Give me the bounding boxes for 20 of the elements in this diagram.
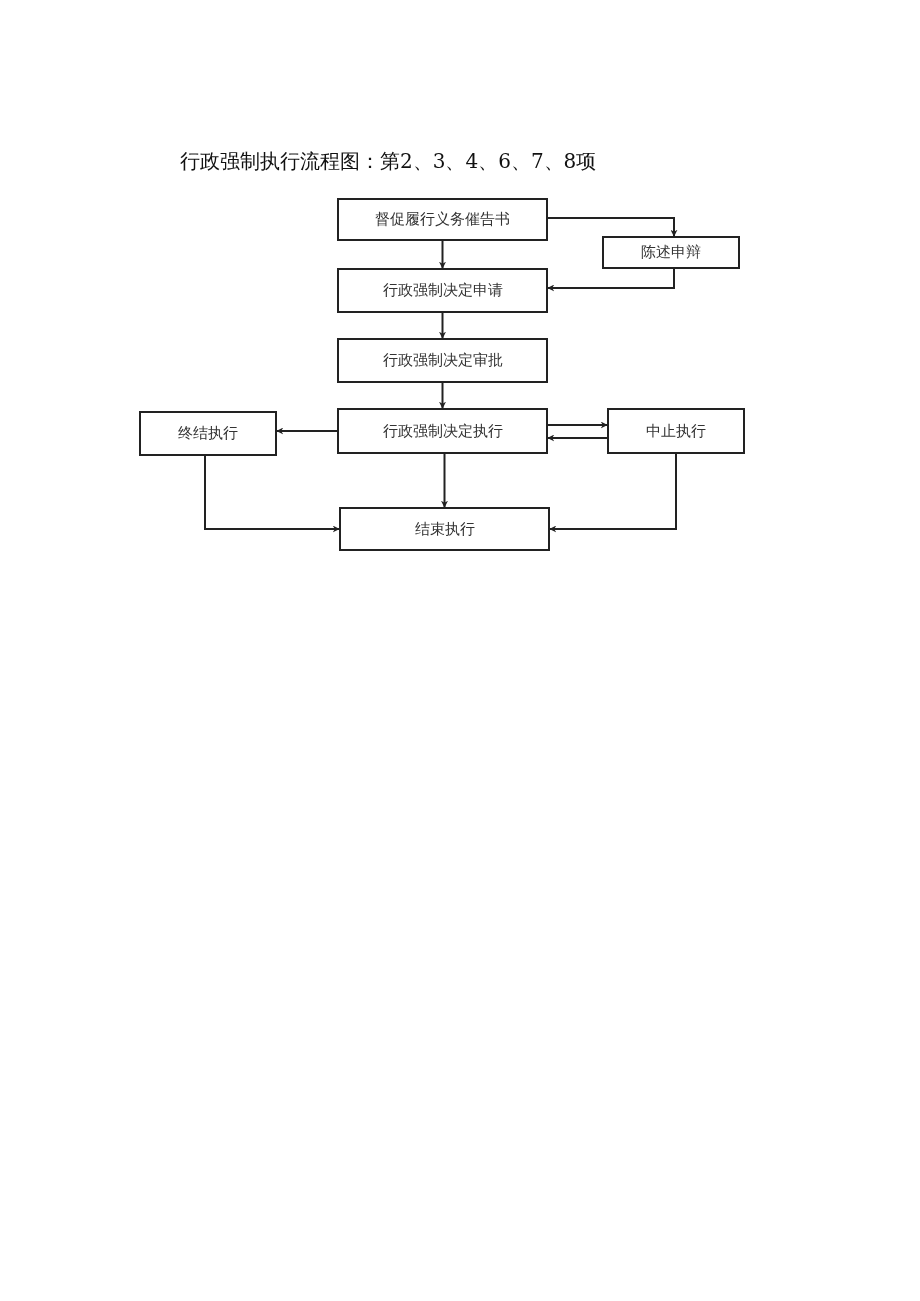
process-box: 陈述申辩 (602, 236, 740, 269)
arrow (439, 312, 446, 339)
arrow (439, 240, 446, 269)
arrow (547, 434, 608, 442)
diagram-title: 行政强制执行流程图：第2、3、4、6、7、8项 (180, 148, 597, 175)
arrow (547, 421, 608, 429)
process-box: 终结执行 (139, 411, 277, 456)
process-box: 督促履行义务催告书 (337, 198, 548, 241)
arrow (549, 453, 677, 533)
arrow (439, 382, 446, 409)
arrow (547, 268, 675, 292)
process-box: 行政强制决定申请 (337, 268, 548, 313)
arrow (441, 453, 448, 508)
arrow (204, 455, 340, 533)
arrow (276, 427, 338, 435)
process-box: 行政强制决定执行 (337, 408, 548, 454)
process-box: 中止执行 (607, 408, 745, 454)
process-box: 结束执行 (339, 507, 550, 551)
process-box: 行政强制决定审批 (337, 338, 548, 383)
arrow (547, 217, 678, 237)
